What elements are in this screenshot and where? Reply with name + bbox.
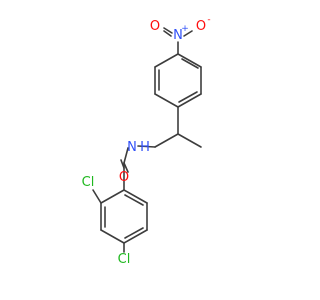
amide-nitrogen-label: N bbox=[127, 140, 137, 155]
carbonyl-oxygen-label: O bbox=[119, 170, 129, 185]
nitro-oxygen-left-label: O bbox=[150, 19, 160, 34]
nitro-oxygen-right-charge: - bbox=[207, 15, 210, 25]
amide-hydrogen-label: H bbox=[140, 140, 150, 155]
bond-lines bbox=[92, 27, 202, 253]
chlorine-ortho-label: Cl bbox=[82, 175, 95, 190]
nitro-nitrogen-charge: + bbox=[181, 24, 189, 34]
chlorine-para-label: Cl bbox=[118, 252, 131, 267]
nitro-nitrogen-label: N bbox=[173, 28, 183, 43]
chemical-structure-diagram: N + O O - N H O Cl Cl bbox=[82, 15, 211, 267]
nitro-oxygen-right-label: O bbox=[196, 19, 206, 34]
